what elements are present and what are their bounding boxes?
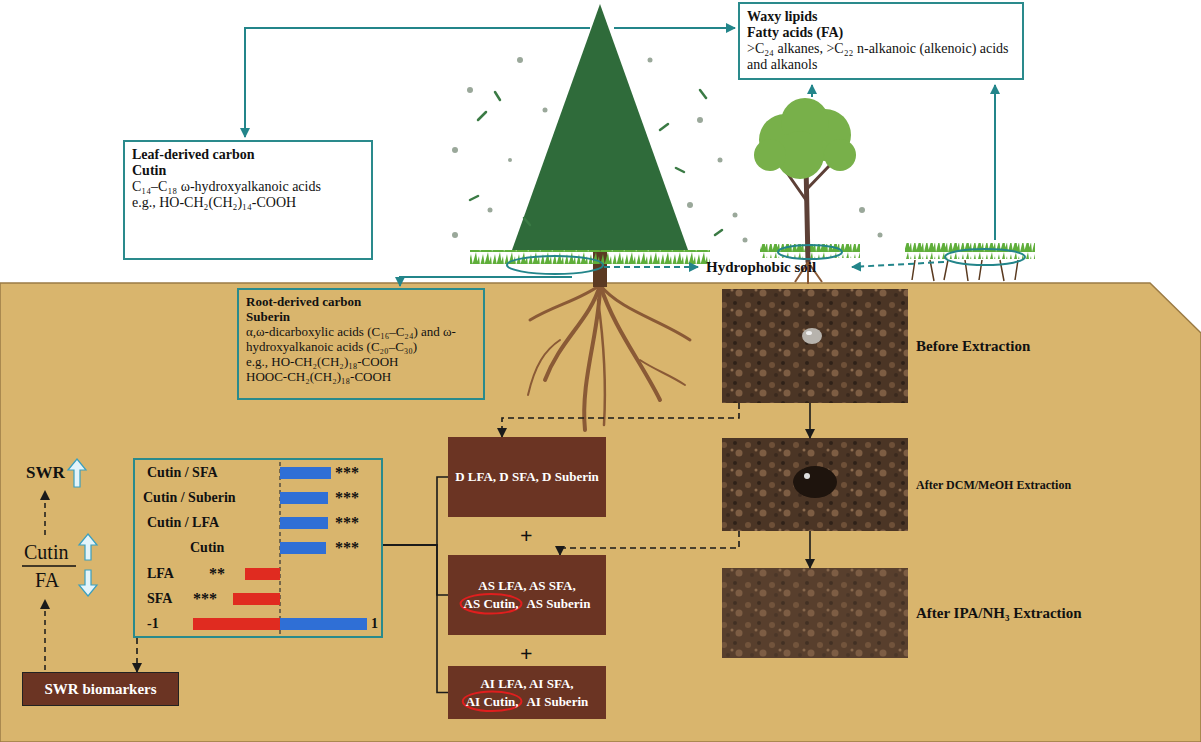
fraction-label: AI Cutin, [466, 693, 519, 711]
correlation-bar [280, 492, 328, 504]
highlight-ring [448, 666, 606, 719]
box-label: SWR biomarkers [44, 681, 156, 698]
box-heading: Leaf-derived carbon [132, 147, 364, 163]
significance-stars: *** [335, 464, 359, 482]
significance-stars: *** [335, 489, 359, 507]
lipid-source-box: Waxy lipidsFatty acids (FA)>C₂₄ alkanes,… [738, 2, 1024, 80]
flow-connector [383, 545, 448, 693]
ratio-denominator: FA [35, 569, 59, 591]
plus-sign: + [520, 642, 533, 666]
fraction-label: AS LFA, AS SFA, [478, 577, 575, 595]
correlation-bar [280, 618, 367, 630]
flow-connector [383, 477, 448, 545]
box-heading: Fatty acids (FA) [747, 25, 1015, 41]
fraction-label: AS Suberin [526, 595, 590, 613]
chart-label: Cutin / SFA [147, 464, 218, 482]
highlight-ellipse [461, 594, 522, 614]
box-body: e.g., HO-CH₂(CH₂)₁₄-COOH [132, 195, 364, 211]
flow-connector [809, 531, 811, 568]
significance-stars: *** [335, 514, 359, 532]
photo-caption: After IPA/NH₃ Extraction [916, 605, 1082, 622]
significance-stars: ** [209, 565, 225, 583]
box-body: C₁₄–C₁₈ ω-hydroxyalkanoic acids [132, 179, 364, 195]
correlation-bar [280, 467, 331, 479]
correlation-panel: Cutin / SFA *** Cutin / Suberin *** Cutin / … [133, 458, 383, 638]
leaf-carbon-box: Leaf-derived carbonCutinC₁₄–C₁₈ ω-hydrox… [123, 140, 373, 260]
significance-stars: *** [193, 590, 217, 608]
biomarker-box: SWR biomarkers [22, 672, 179, 706]
significance-stars: *** [335, 539, 359, 557]
chart-label: Cutin / Suberin [143, 489, 236, 507]
fraction-label: AS Cutin, [464, 595, 519, 613]
soil-photo: After IPA/NH₃ Extraction [722, 568, 908, 658]
box-body: α,ω-dicarboxylic acids (C₁₆–C₂₄) and ω-h… [246, 325, 476, 355]
flow-connector [560, 531, 739, 555]
soil-photo: Before Extraction [722, 289, 908, 403]
swr-label: SWR [26, 464, 65, 483]
correlation-bar [280, 517, 328, 529]
root-carbon-box: Root-derived carbonSuberinα,ω-dicarboxyl… [237, 288, 485, 400]
box-heading: Suberin [246, 310, 476, 325]
correlation-bar [233, 593, 280, 605]
correlation-bar [280, 542, 326, 554]
correlation-bar [245, 568, 280, 580]
box-heading: Cutin [132, 163, 364, 179]
chart-label: 1 [371, 615, 378, 633]
extract-box: AI LFA, AI SFA,AI Cutin, AI Suberin [448, 666, 606, 719]
flow-connector [136, 638, 138, 672]
soil-photo: After DCM/MeOH Extraction [722, 438, 908, 531]
photo-caption: After DCM/MeOH Extraction [916, 477, 1071, 492]
extract-box: AS LFA, AS SFA,AS Cutin, AS Suberin [448, 555, 606, 635]
fraction-label: D LFA, D SFA, D Suberin [455, 468, 599, 486]
box-body: >C₂₄ alkanes, >C₂₂ n-alkanoic (alkenoic)… [747, 41, 1015, 73]
chart-label: Cutin [190, 539, 224, 557]
soil-label: Hydrophobic soil [706, 259, 816, 276]
extract-box: D LFA, D SFA, D Suberin [448, 437, 606, 517]
photo-caption: Before Extraction [916, 338, 1030, 355]
chart-label: SFA [147, 590, 172, 608]
chart-label: -1 [147, 615, 159, 633]
flow-connector [502, 403, 739, 437]
plus-sign: + [520, 524, 533, 548]
flow-connector [383, 545, 448, 595]
flow-connector [809, 403, 811, 438]
chart-label: LFA [147, 565, 174, 583]
ratio-numerator: Cutin [24, 541, 68, 563]
highlight-ring [448, 555, 606, 635]
highlight-ellipse [463, 692, 522, 712]
box-body: HOOC-CH₂(CH₂)₁₈-COOH [246, 370, 476, 385]
fraction-label: AI LFA, AI SFA, [480, 675, 573, 693]
box-heading: Root-derived carbon [246, 295, 476, 310]
correlation-bar [193, 618, 280, 630]
box-body: e.g., HO-CH₂(CH₂)₁₈-COOH [246, 355, 476, 370]
box-heading: Waxy lipids [747, 9, 1015, 25]
chart-label: Cutin / LFA [147, 514, 219, 532]
fraction-label: AI Suberin [526, 693, 588, 711]
